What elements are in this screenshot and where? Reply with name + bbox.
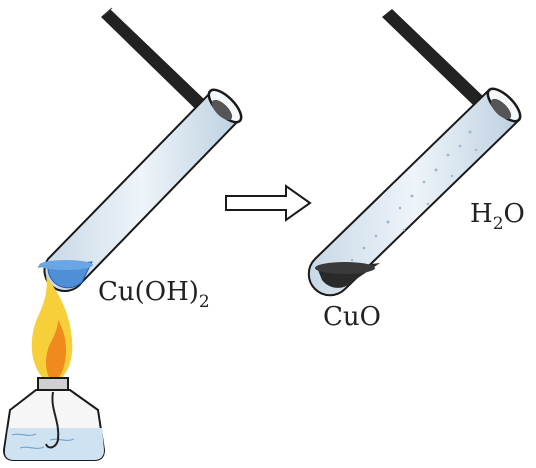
lamp-liquid	[4, 428, 105, 460]
spirit-lamp	[2, 377, 106, 461]
water-droplets	[350, 130, 478, 262]
flame	[31, 276, 73, 385]
delivery-tube	[101, 9, 228, 131]
product-test-tube	[307, 9, 522, 297]
inner-flame	[46, 320, 66, 382]
test-tube-glass-right	[307, 88, 521, 297]
right-arrow-icon	[225, 184, 312, 222]
reactant-label: Cu(OH)2	[98, 277, 210, 312]
lamp-wick	[45, 391, 60, 449]
heated-test-tube	[37, 7, 243, 292]
water-label: H2O	[470, 199, 525, 234]
product-solid-label: CuO	[323, 302, 381, 332]
